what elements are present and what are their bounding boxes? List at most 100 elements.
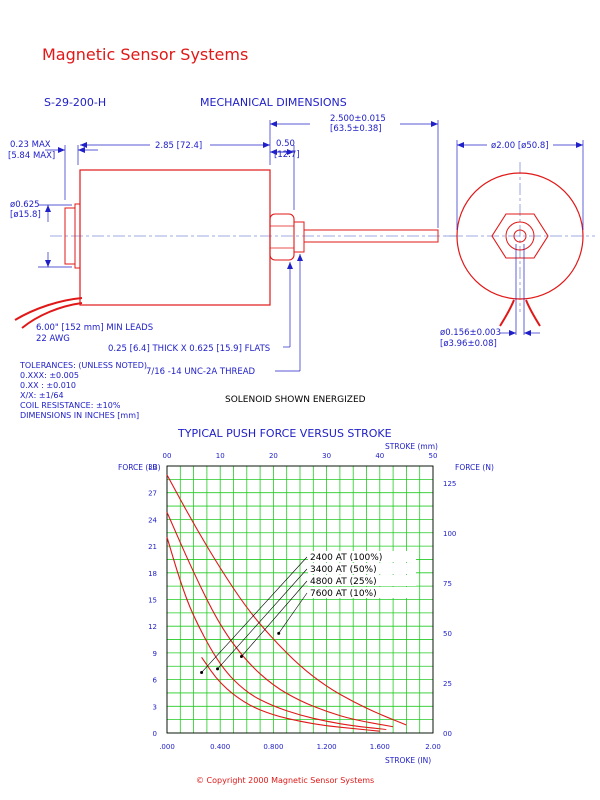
x-tick-label: 2.00 [425,743,441,751]
plunger-dim-in: ø0.156±0.003 [440,328,501,338]
y2-tick-label: 25 [443,680,452,688]
y2-tick-label: 100 [443,530,456,538]
boss-dim-in: ø0.625 [10,200,40,210]
solenoid-end-view [445,162,595,327]
legend-dot [277,631,281,635]
drawing-title: MECHANICAL DIMENSIONS [200,96,347,109]
legend-dot [216,667,220,671]
boss-dim-mm: [ø15.8] [10,210,41,220]
y-tick-label: 18 [148,570,157,578]
x2-tick-label: 10 [216,452,225,460]
legend-dot [200,670,204,674]
tolerance-line: TOLERANCES: (UNLESS NOTED) [19,361,147,370]
y2-tick-label: 50 [443,630,452,638]
hex-nut [269,213,295,261]
energized-note: SOLENOID SHOWN ENERGIZED [225,395,366,405]
leads-label: 6.00" [152 mm] MIN LEADS [36,323,153,333]
x-axis-label: STROKE (IN) [385,756,431,765]
end-lead-wire [499,299,515,327]
force-stroke-chart: TYPICAL PUSH FORCE VERSUS STROKE STROKE … [118,427,494,765]
y2-axis-label: FORCE (N) [455,463,494,472]
legend-entry: 2400 AT (100%) [310,553,382,563]
y-axis-label: FORCE (LB) [118,463,161,472]
end-outline [456,172,584,300]
series-line [166,537,387,730]
tolerance-block: TOLERANCES: (UNLESS NOTED) 0.XXX: ±0.005… [19,361,147,420]
x2-tick-label: 40 [375,452,384,460]
flats-label: 0.25 [6.4] THICK X 0.625 [15.9] FLATS [108,344,270,354]
legend-entry: 7600 AT (10%) [310,589,377,599]
tolerance-line: 0.XX : ±0.010 [20,381,76,390]
legend-leader [241,580,308,657]
y2-tick-label: 125 [443,480,456,488]
body-length-dim: 2.85 [72.4] [155,141,202,151]
x-tick-label: 1.600 [370,743,390,751]
end-diameter-dim: ø2.00 [ø50.8] [491,141,549,151]
x-tick-label: 1.200 [317,743,337,751]
legend-bg [308,587,416,598]
side-dimensions: 0.23 MAX [5.84 MAX] 2.85 [72.4] 0.50 [12… [8,114,439,377]
lead-wire [21,302,83,329]
y-tick-label: 9 [153,650,157,658]
tolerance-line: DIMENSIONS IN INCHES [mm] [20,411,139,420]
y2-tick-label: 00 [443,730,452,738]
plunger [303,229,439,243]
plunger-dim-mm: [ø3.96±0.08] [440,339,497,349]
plot-frame [166,465,434,734]
x-tick-label: 0.400 [210,743,230,751]
company-title: Magnetic Sensor Systems [42,45,248,64]
x2-tick-label: 30 [322,452,331,460]
legend-entry: 3400 AT (50%) [310,565,377,575]
y-tick-label: 27 [148,490,157,498]
end-lead-wire [525,299,541,327]
tolerance-line: COIL RESISTANCE: ±10% [20,401,121,410]
y-tick-label: 21 [148,543,157,551]
coil-body [79,169,271,306]
legend-bg [308,551,416,562]
legend-leader [278,592,308,634]
series-line [201,657,380,732]
series-line [166,512,394,728]
end-dimensions: ø2.00 [ø50.8] ø0.156±0.003 [ø3.96±0.08] [440,140,584,349]
lead-wire [14,297,83,321]
end-plunger [513,229,527,243]
solenoid-side-view [14,169,460,329]
legend-dot [239,654,243,658]
end-bushing [505,221,535,251]
y-tick-label: 6 [153,677,158,685]
chart-legend: 2400 AT (100%) 3400 AT (50%) 4800 AT (25%)… [200,551,416,674]
tolerance-line: 0.XXX: ±0.005 [20,371,79,380]
copyright: © Copyright 2000 Magnetic Sensor Systems [196,776,374,785]
part-number: S-29-200-H [44,96,106,109]
legend-bg [308,563,416,574]
x-tick-label: 0.800 [263,743,283,751]
x-tick-label: .000 [159,743,175,751]
overall-dim-mm: [63.5±0.38] [330,124,382,134]
tolerance-line: X/X: ±1/64 [20,391,64,400]
chart-grid [166,465,434,734]
thread-bushing [293,221,305,253]
x2-axis-label: STROKE (mm) [385,442,438,451]
leads-gauge-label: 22 AWG [36,334,70,344]
y2-tick-label: 75 [443,580,452,588]
legend-leader [217,568,308,670]
series-line [166,474,407,726]
legend-bg [308,575,416,586]
legend-entry: 4800 AT (25%) [310,577,377,587]
y-tick-label: 0 [153,730,157,738]
x2-tick-label: 50 [429,452,438,460]
chart-series [166,474,407,732]
x2-tick-label: 00 [163,452,172,460]
y-tick-label: 30 [148,463,157,471]
legend-leader [201,556,308,673]
x2-tick-label: 20 [269,452,278,460]
flange-dim-mm: [5.84 MAX] [8,151,55,161]
y-tick-label: 24 [148,516,157,524]
y-tick-label: 12 [148,623,157,631]
overall-dim-in: 2.500±0.015 [330,114,386,124]
chart-title: TYPICAL PUSH FORCE VERSUS STROKE [177,427,392,440]
flange-dim-in: 0.23 MAX [10,140,51,150]
thread-label: 7/16 -14 UNC-2A THREAD [146,367,256,377]
